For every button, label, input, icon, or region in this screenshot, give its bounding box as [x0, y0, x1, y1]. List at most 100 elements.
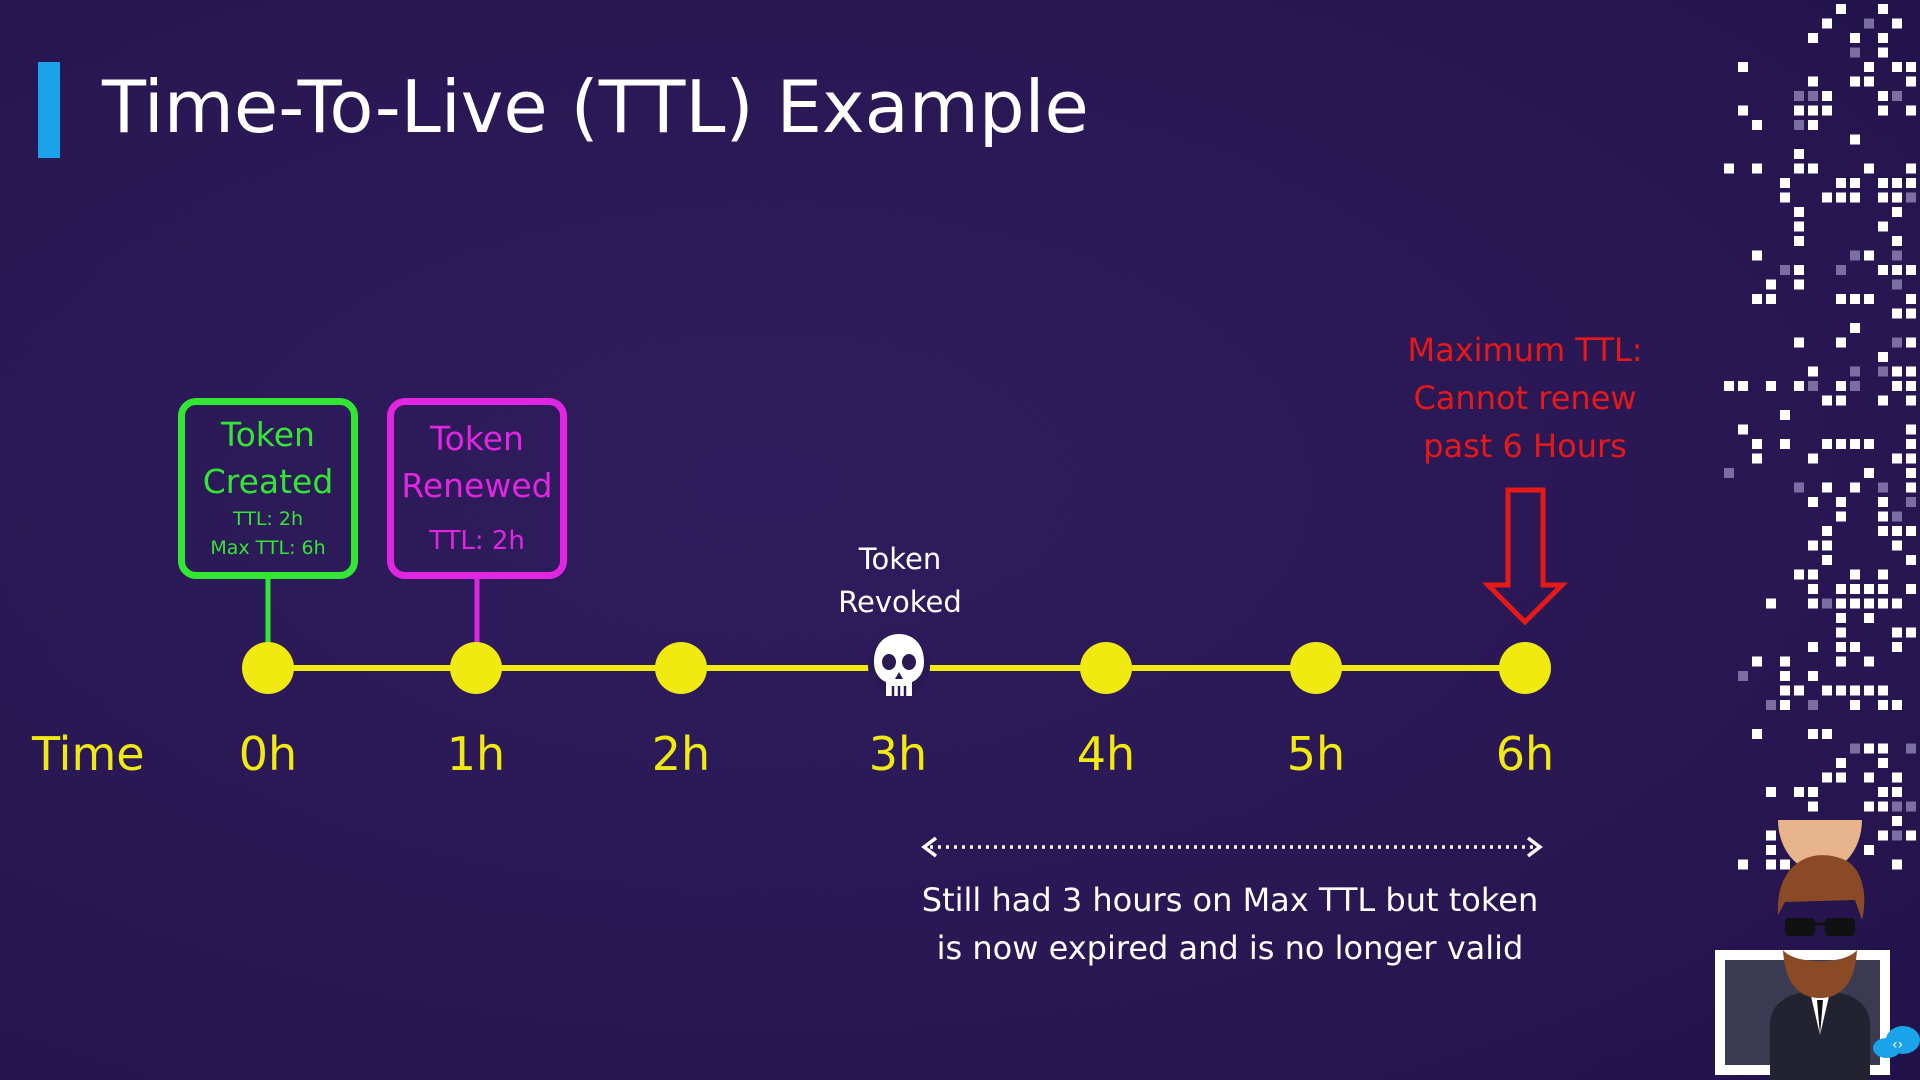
- pixel-square: [1808, 76, 1818, 87]
- pixel-square: [1864, 656, 1874, 667]
- pixel-square: [1766, 279, 1776, 290]
- presenter-avatar: ‹›: [1715, 820, 1920, 1080]
- pixel-square: [1808, 801, 1818, 812]
- pixel-square: [1766, 859, 1776, 870]
- pixel-square: [1738, 424, 1748, 435]
- pixel-square: [1780, 178, 1790, 188]
- pixel-square: [1878, 395, 1888, 406]
- pixel-square: [1878, 497, 1888, 507]
- created-ttl: TTL: 2h: [232, 508, 304, 530]
- pixel-square: [1738, 105, 1748, 116]
- pixel-square: [1738, 62, 1748, 72]
- pixel-square: [1906, 62, 1916, 72]
- pixel-square: [1892, 18, 1902, 29]
- time-point-1h: [450, 642, 502, 694]
- pixel-square: [1808, 453, 1818, 464]
- pixel-square: [1822, 772, 1832, 783]
- pixel-square: [1808, 671, 1818, 681]
- pixel-square: [1864, 76, 1874, 87]
- pixel-square: [1878, 830, 1888, 841]
- pixel-square: [1780, 439, 1790, 449]
- pixel-square: [1878, 47, 1888, 58]
- max-ttl-down-arrow: [1481, 487, 1569, 626]
- pixel-square: [1794, 787, 1804, 797]
- pixel-square: [1822, 105, 1832, 116]
- pixel-square: [1836, 178, 1846, 188]
- max-ttl-line2: Cannot renew: [1413, 379, 1637, 417]
- pixel-square: [1906, 830, 1916, 841]
- pixel-square: [1794, 685, 1804, 696]
- pixel-square: [1878, 33, 1888, 43]
- pixel-square: [1822, 192, 1832, 203]
- pixel-square: [1738, 381, 1748, 391]
- pixel-square: [1906, 381, 1916, 391]
- pixel-square: [1892, 207, 1902, 217]
- token-created-box: Token Created TTL: 2h Max TTL: 6h: [178, 398, 358, 579]
- pixel-square: [1850, 134, 1860, 145]
- pixel-square: [1780, 192, 1790, 203]
- skull-icon: [868, 634, 930, 697]
- pixel-square: [1794, 381, 1804, 391]
- pixel-square: [1878, 221, 1888, 232]
- pixel-square: [1836, 265, 1846, 275]
- pixel-square: [1836, 772, 1846, 783]
- max-ttl-line3: past 6 Hours: [1423, 427, 1627, 465]
- pixel-square: [1836, 598, 1846, 609]
- pixel-square: [1822, 555, 1832, 565]
- created-title-line2: Created: [202, 462, 334, 501]
- pixel-square: [1864, 845, 1874, 855]
- pixel-square: [1906, 627, 1916, 638]
- pixel-square: [1836, 685, 1846, 696]
- pixel-square: [1836, 511, 1846, 522]
- pixel-square: [1794, 163, 1804, 174]
- pixel-square: [1822, 482, 1832, 493]
- pixel-square: [1892, 178, 1902, 188]
- tick-label-2h: 2h: [651, 727, 711, 781]
- pixel-square: [1906, 265, 1916, 275]
- pixel-square: [1780, 671, 1790, 681]
- pixel-square: [1752, 120, 1762, 130]
- pixel-square: [1808, 584, 1818, 594]
- pixel-square: [1836, 613, 1846, 623]
- pixel-square: [1850, 569, 1860, 580]
- pixel-square: [1836, 381, 1846, 391]
- pixel-square: [1878, 569, 1888, 580]
- pixel-square: [1836, 395, 1846, 406]
- pixel-square: [1794, 207, 1804, 217]
- pixel-square: [1794, 279, 1804, 290]
- pixel-square: [1892, 540, 1902, 551]
- pixel-square: [1808, 787, 1818, 797]
- span-arrow-left: [921, 836, 938, 858]
- pixel-square: [1878, 758, 1888, 768]
- pixel-square: [1878, 265, 1888, 275]
- pixel-square: [1892, 787, 1902, 797]
- pixel-square: [1766, 830, 1776, 841]
- pixel-square: [1794, 337, 1804, 348]
- pixel-square: [1808, 569, 1818, 580]
- pixel-square: [1906, 395, 1916, 406]
- pixel-square: [1864, 294, 1874, 304]
- pixel-square: [1794, 91, 1804, 101]
- pixel-square: [1892, 366, 1902, 377]
- pixel-square: [1850, 381, 1860, 391]
- pixel-square: [1878, 526, 1888, 536]
- pixel-square: [1906, 178, 1916, 188]
- pixel-square: [1864, 743, 1874, 754]
- pixel-square: [1766, 845, 1776, 855]
- pixel-square: [1780, 656, 1790, 667]
- pixel-square: [1878, 743, 1888, 754]
- pixel-square: [1822, 439, 1832, 449]
- pixel-square: [1892, 381, 1902, 391]
- pixel-square: [1892, 816, 1902, 826]
- pixel-square: [1738, 859, 1748, 870]
- pixel-square: [1808, 540, 1818, 551]
- pixel-square: [1780, 685, 1790, 696]
- revoked-line1: Token: [858, 542, 942, 576]
- note-line2: is now expired and is no longer valid: [936, 929, 1524, 967]
- pixel-square: [1864, 468, 1874, 478]
- pixel-square: [1822, 598, 1832, 609]
- pixel-square: [1864, 439, 1874, 449]
- pixel-square: [1752, 453, 1762, 464]
- pixel-square: [1906, 526, 1916, 536]
